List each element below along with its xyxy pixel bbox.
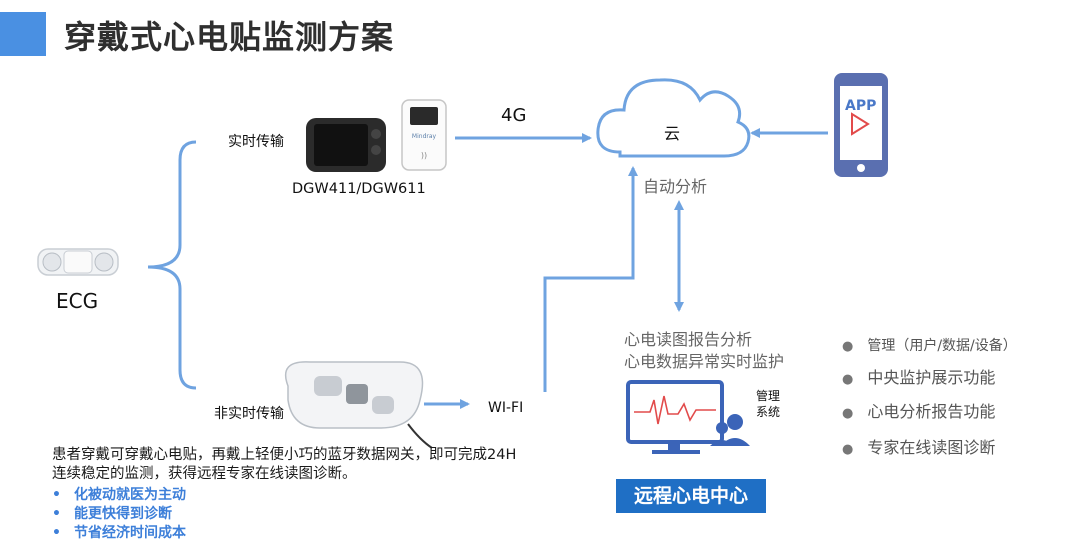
ecg-patch-device <box>37 248 119 276</box>
monitor-device <box>626 380 750 454</box>
benefit-item: •化被动就医为主动 <box>52 487 186 503</box>
gateway-dgw611: Mindray )) <box>401 99 447 171</box>
cloud-label: 云 <box>664 124 681 143</box>
wifi-label: WI-FI <box>488 400 524 416</box>
feature-item: ●管理（用户/数据/设备） <box>842 338 1017 354</box>
benefit-list: •化被动就医为主动 •能更快得到诊断 •节省经济时间成本 <box>52 486 186 543</box>
feature-item: ●专家在线读图诊断 <box>842 438 996 457</box>
realtime-label: 实时传输 <box>228 134 284 150</box>
feature-list: ●管理（用户/数据/设备） ●中央监护展示功能 ●心电分析报告功能 ●专家在线读… <box>842 336 1017 461</box>
page-title: 穿戴式心电贴监测方案 <box>64 18 395 56</box>
feature-item: ●中央监护展示功能 <box>842 368 996 387</box>
phone-app-device <box>834 73 888 177</box>
mgmt-label-2: 系统 <box>756 405 781 419</box>
report-analysis-label: 心电读图报告分析 <box>624 330 753 349</box>
benefit-item: •能更快得到诊断 <box>52 506 172 522</box>
title-accent-bar <box>0 12 46 56</box>
non-realtime-label: 非实时传输 <box>214 406 284 422</box>
split-brace <box>147 140 197 390</box>
feature-item: ●心电分析报告功能 <box>842 402 996 421</box>
svg-text:)): )) <box>421 151 427 160</box>
recorder-device <box>284 361 433 449</box>
cloud-shape <box>596 78 751 158</box>
svg-text:Mindray: Mindray <box>412 133 437 140</box>
auto-analysis-label: 自动分析 <box>643 177 708 196</box>
4g-label: 4G <box>501 105 527 126</box>
app-label: APP <box>845 98 877 114</box>
arrow-wifi-to-cloud <box>543 166 638 392</box>
remote-center-box: 远程心电中心 <box>616 479 766 513</box>
description-text: 患者穿戴可穿戴心电贴，再戴上轻便小巧的蓝牙数据网关，即可完成24H连续稳定的监测… <box>52 447 517 482</box>
mgmt-label-1: 管理 <box>756 389 781 403</box>
ecg-label: ECG <box>56 289 99 313</box>
anomaly-monitor-label: 心电数据异常实时监护 <box>624 352 785 371</box>
gateway-dgw411 <box>306 118 386 172</box>
benefit-item: •节省经济时间成本 <box>52 525 186 541</box>
gateway-model-label: DGW411/DGW611 <box>292 181 426 197</box>
